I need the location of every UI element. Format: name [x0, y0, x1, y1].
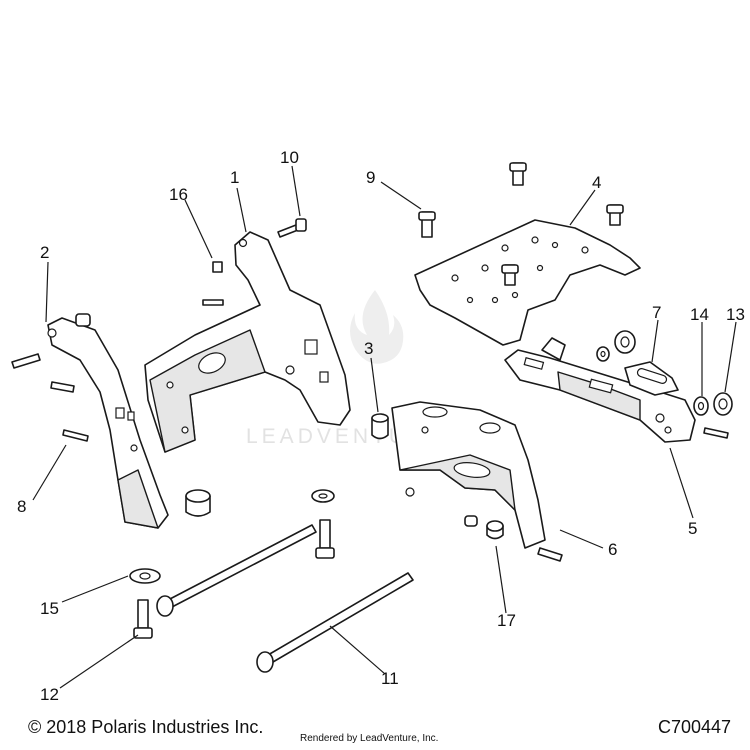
bushing-7b	[614, 330, 636, 354]
spacer-lower-left	[185, 489, 211, 517]
bushing-13	[713, 392, 733, 416]
part-11-long-bolt	[256, 572, 414, 673]
nut-6	[464, 515, 478, 527]
diagram-id: C700447	[658, 717, 732, 737]
bolt-5	[703, 427, 729, 439]
callout-9: 9	[366, 168, 375, 187]
callout-7: 7	[652, 303, 661, 322]
bolt-8	[62, 429, 89, 442]
watermark-text: LEADVENTURE	[246, 425, 445, 448]
callout-5: 5	[688, 519, 697, 538]
bolt-left-upper	[202, 299, 224, 306]
washer-small-7a	[596, 346, 610, 362]
bolt-2a	[11, 353, 41, 369]
bolt-9	[418, 211, 436, 238]
part-2-left-bracket	[47, 317, 169, 529]
callout-3: 3	[364, 339, 373, 358]
callout-16: 16	[169, 185, 188, 204]
bolt-10	[277, 218, 307, 238]
callout-13: 13	[726, 305, 745, 324]
bolt-4b	[606, 204, 624, 226]
bolt-2b	[50, 381, 75, 393]
bolt-12	[133, 599, 153, 639]
part-3-spacer	[371, 413, 389, 440]
callout-2: 2	[40, 243, 49, 262]
part-6-lower-bracket	[391, 401, 546, 549]
bolt-16	[212, 261, 223, 273]
copyright-text: © 2018 Polaris Industries Inc.	[28, 717, 264, 737]
callouts: 1 2 3 4 5 6 7 8 9 10 11 12 13 14 15 16 1…	[17, 148, 745, 704]
washer-15	[129, 568, 161, 584]
callout-15: 15	[40, 599, 59, 618]
long-bolt-upper	[156, 524, 317, 617]
leader-lines	[32, 165, 737, 689]
part-5-right-bracket	[504, 337, 696, 443]
callout-14: 14	[690, 305, 709, 324]
rendered-by-text: Rendered by LeadVenture, Inc.	[300, 733, 439, 744]
bolt-4a	[509, 162, 527, 186]
part-1-main-bracket	[144, 231, 351, 453]
callout-4: 4	[592, 173, 601, 192]
bolt-4c	[501, 264, 519, 286]
nut-2-top	[75, 313, 91, 327]
watermark: LEADVENTURE	[246, 290, 445, 448]
callout-10: 10	[280, 148, 299, 167]
part-17-spacer	[486, 520, 504, 540]
bolt-6	[537, 547, 563, 562]
part-7-bushing	[624, 361, 679, 396]
callout-12: 12	[40, 685, 59, 704]
part-4-top-plate	[414, 219, 641, 346]
callout-8: 8	[17, 497, 26, 516]
callout-1: 1	[230, 168, 239, 187]
washer-upper-middle	[311, 489, 335, 503]
washer-14	[693, 396, 709, 416]
callout-11: 11	[381, 669, 399, 688]
callout-6: 6	[608, 540, 617, 559]
bolt-upright-middle	[315, 519, 335, 559]
callout-17: 17	[497, 611, 516, 630]
